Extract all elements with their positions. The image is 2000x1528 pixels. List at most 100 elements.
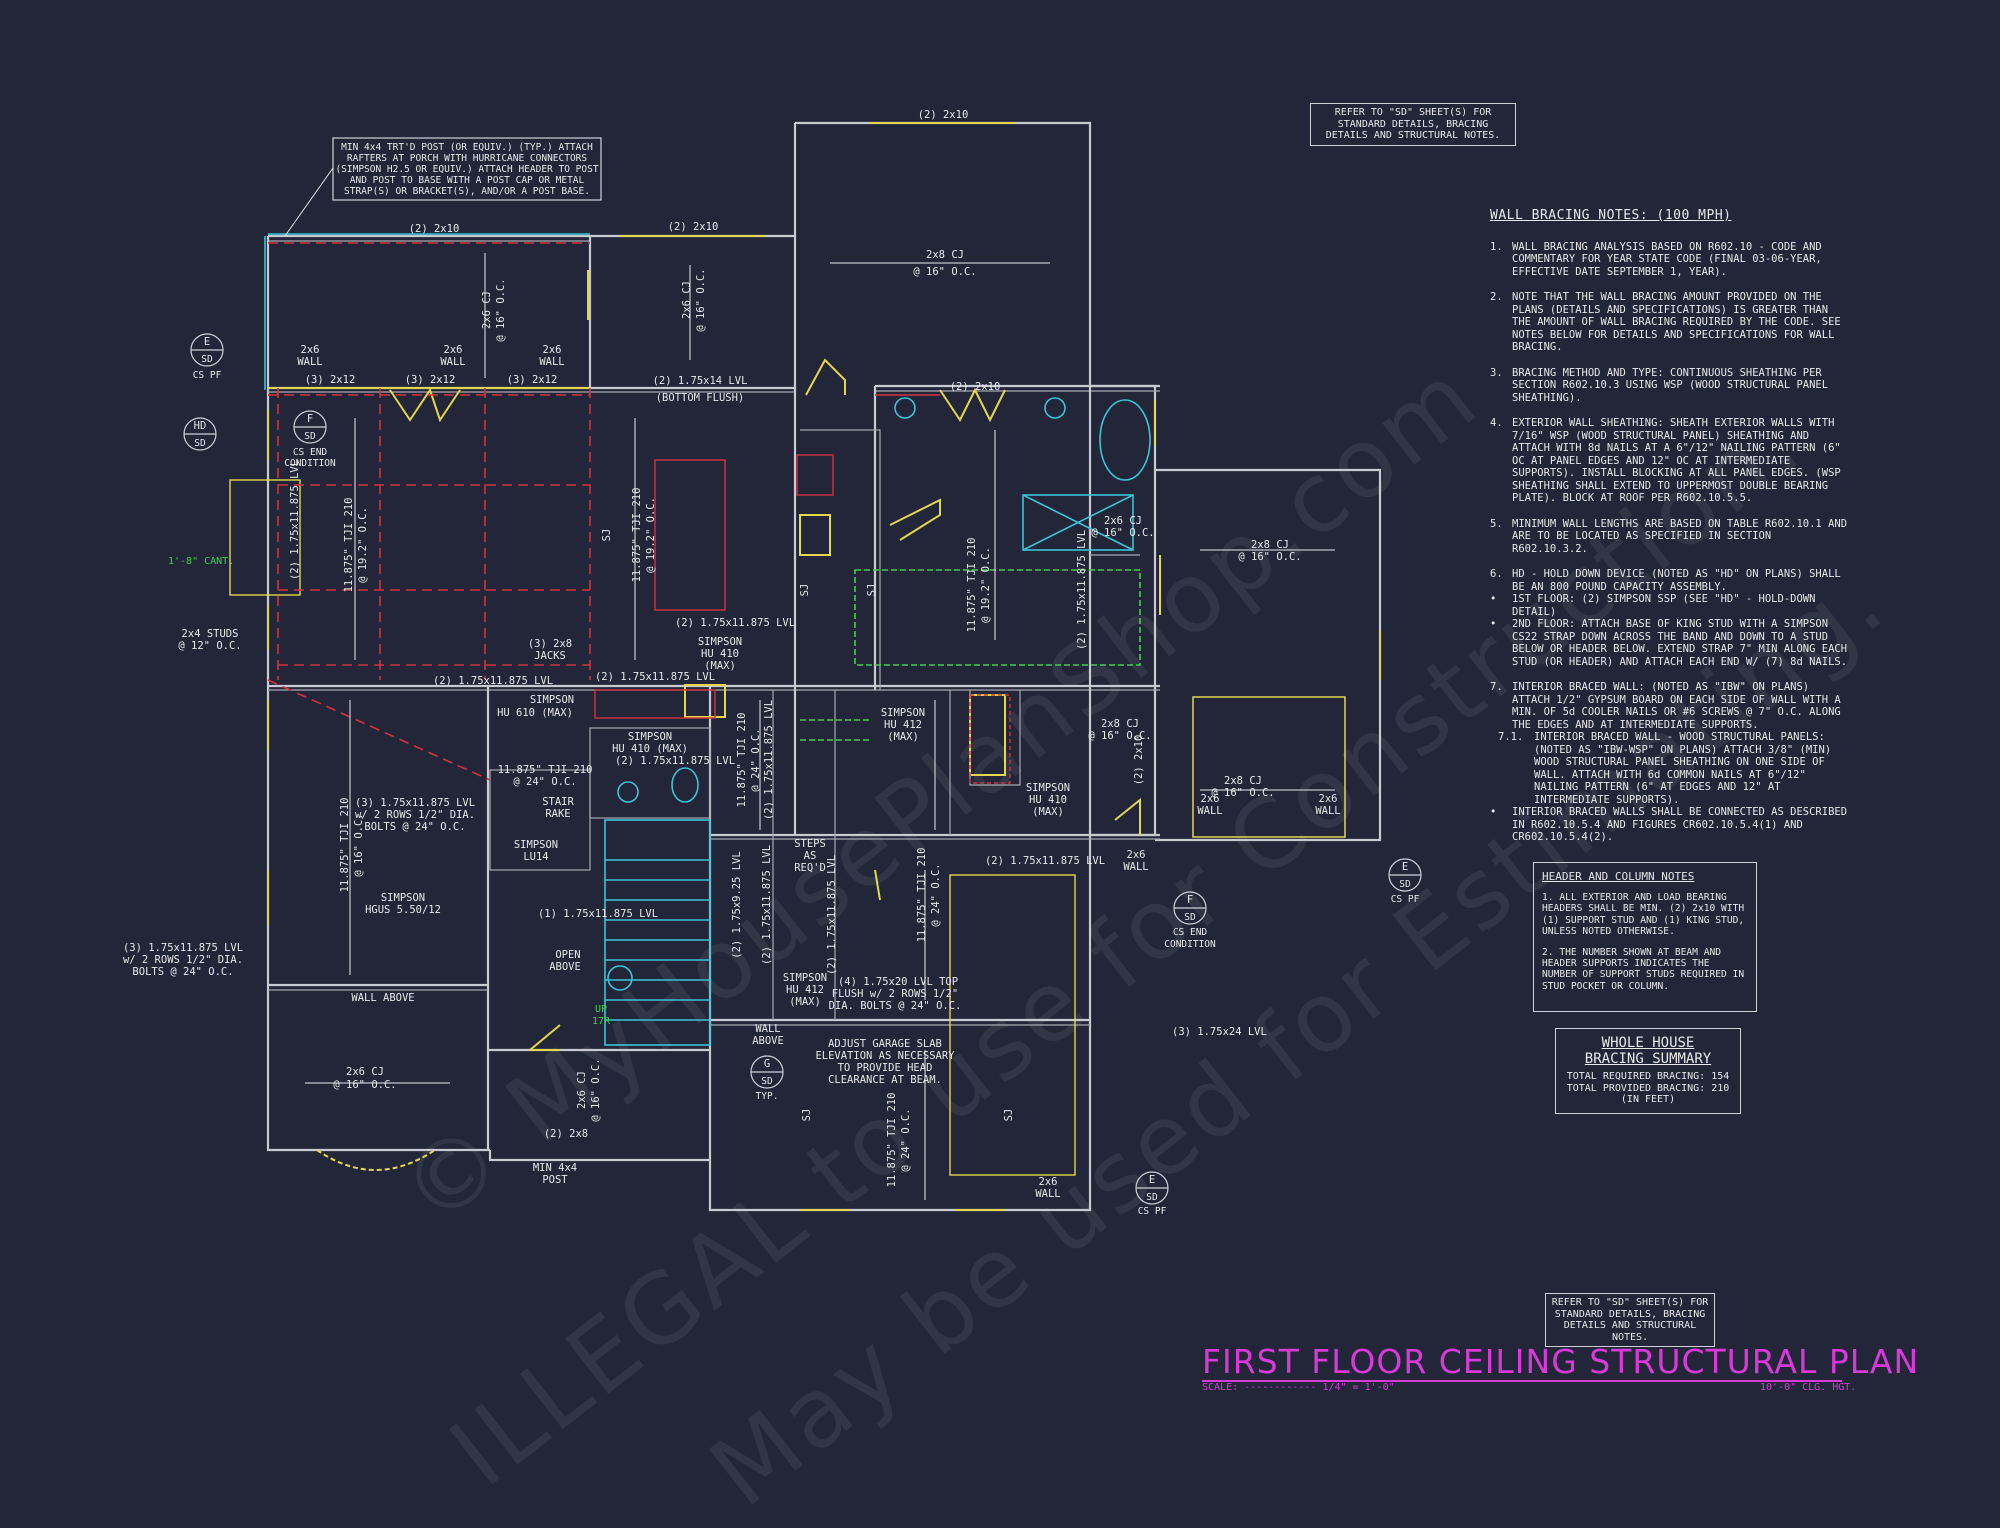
tag-top: F: [307, 413, 313, 425]
plan-labels: (2) 2x10 2x8 CJ @ 16" O.C. (2) 2x10 (2) …: [123, 109, 1341, 1200]
note-text: WALL BRACING ANALYSIS BASED ON R602.10 -…: [1512, 240, 1822, 278]
hanger-label: HGUS 5.50/12: [365, 904, 441, 916]
hanger-label: SIMPSON: [783, 972, 827, 984]
bracing-note: 4.EXTERIOR WALL SHEATHING: SHEATH EXTERI…: [1490, 417, 1850, 505]
beam-label: (2) 1.75x11.875 LVL: [761, 845, 773, 965]
sj-label: SJ: [1003, 1109, 1015, 1122]
beam-label: (3) 1.75x11.875 LVL: [355, 797, 475, 809]
note-text: EXTERIOR WALL SHEATHING: SHEATH EXTERIOR…: [1512, 417, 1841, 504]
sj-text: SJ: [799, 584, 811, 597]
tag-e-cs-pf-bottom: E SD CS PF: [1135, 1171, 1169, 1217]
garage-note: ELEVATION AS NECESSARY: [815, 1050, 955, 1062]
joist-vertical-label: 11.875" TJI 210 @ 19.2" O.C.: [631, 488, 657, 583]
bullet: •: [1490, 806, 1497, 818]
joist-label: @ 24" O.C.: [900, 1108, 912, 1171]
header-label: (3) 2x12: [507, 374, 558, 386]
hanger-label: SIMPSON: [514, 839, 558, 851]
bracing-note: 5.MINIMUM WALL LENGTHS ARE BASED ON TABL…: [1490, 518, 1850, 556]
garage-note: ADJUST GARAGE SLAB: [828, 1038, 942, 1050]
joist-label: @ 16" O.C.: [333, 1079, 396, 1091]
stair-risers-label: 17R: [592, 1016, 611, 1027]
sj-label: SJ: [799, 584, 811, 597]
wall-above-label: ABOVE: [752, 1035, 784, 1047]
porch-note: MIN 4x4 TRT'D POST (OR EQUIV.) (TYP.) AT…: [284, 137, 602, 237]
note-number: 2.: [1490, 291, 1503, 303]
bracing-note: 7.INTERIOR BRACED WALL: (NOTED AS "IBW" …: [1490, 681, 1850, 731]
joist-vertical-label: 2x6 CJ @ 16" O.C.: [576, 1058, 602, 1121]
joist-label: 2x6 CJ: [681, 281, 693, 319]
joist-label: 2x8 CJ: [926, 249, 964, 261]
wall-label: WALL: [1123, 861, 1148, 873]
stair-up-label: UP: [595, 1004, 607, 1015]
joist-label: 2x6 CJ: [481, 291, 493, 329]
bracing-subnote: •INTERIOR BRACED WALLS SHALL BE CONNECTE…: [1490, 806, 1850, 844]
joist-vertical-label: 11.875" TJI 210 @ 24" O.C.: [736, 713, 762, 808]
bracing-note: 1.WALL BRACING ANALYSIS BASED ON R602.10…: [1490, 241, 1850, 279]
refer-line: REFER TO "SD" SHEET(S) FOR: [1334, 107, 1492, 118]
beam-vertical-label: (2) 1.75x11.875 LVL: [826, 855, 838, 975]
beam-label: DIA. BOLTS @ 24" O.C.: [829, 1000, 962, 1012]
tag-bottom: SD: [761, 1076, 773, 1087]
studs-spacing: @ 12" O.C.: [178, 640, 241, 652]
beam-label: FLUSH w/ 2 ROWS 1/2": [832, 988, 958, 1000]
tag-bottom: SD: [1399, 879, 1411, 890]
studs-label: 2x4 STUDS: [182, 628, 239, 640]
tag-f-cs-end-left: F SD CS END CONDITION: [284, 410, 336, 469]
drawing-title: FIRST FLOOR CEILING STRUCTURAL PLAN: [1202, 1342, 1920, 1381]
summary-heading-1: WHOLE HOUSE: [1601, 1035, 1695, 1051]
joist-label: @ 16" O.C.: [1211, 787, 1274, 799]
tag-bottom: SD: [1184, 912, 1196, 923]
wall-bracing-heading: WALL BRACING NOTES: (100 MPH): [1490, 208, 1732, 223]
joist-vertical-label: 11.875" TJI 210 @ 24" O.C.: [916, 848, 942, 943]
tag-e-cs-pf-right: E SD CS PF: [1388, 858, 1422, 905]
porch-note-line: STRAP(S) OR BRACKET(S), AND/OR A POST BA…: [344, 186, 590, 197]
beam-label: (2) 1.75x11.875 LVL: [985, 855, 1105, 867]
tag-caption: TYP.: [756, 1091, 779, 1102]
joist-label: 11.875" TJI 210: [339, 798, 351, 893]
tag-caption: CS END: [1173, 927, 1208, 938]
note-number: 5.: [1490, 517, 1503, 530]
joist-label: 11.875" TJI 210: [886, 1093, 898, 1188]
tag-bottom: SD: [304, 431, 316, 442]
tag-bottom: SD: [201, 354, 213, 365]
tag-top: E: [1402, 861, 1408, 873]
beam-label: (2) 1.75x11.875 LVL: [433, 675, 553, 687]
joist-label: 11.875" TJI 210: [343, 498, 355, 593]
refer-note-top: REFER TO "SD" SHEET(S) FOR STANDARD DETA…: [1310, 103, 1516, 146]
steps-label: STEPS: [794, 838, 826, 850]
joist-label: @ 24" O.C.: [750, 728, 762, 791]
beam-label: BOLTS @ 24" O.C.: [132, 966, 233, 978]
wall-label: 2x6: [1127, 849, 1146, 861]
spacing-label: @ 16" O.C.: [913, 266, 976, 278]
refer-line: STANDARD DETAILS, BRACING: [1554, 1308, 1706, 1320]
wall-label: WALL: [1315, 805, 1340, 817]
beam-label: (2) 1.75x11.875 LVL: [289, 460, 301, 580]
porch-note-line: (SIMPSON H2.5 OR EQUIV.) ATTACH HEADER T…: [335, 164, 598, 175]
tag-top: HD: [194, 420, 207, 432]
sj-label: SJ: [801, 1109, 813, 1122]
garage-note: CLEARANCE AT BEAM.: [828, 1074, 942, 1086]
wall-above-label: WALL ABOVE: [351, 992, 414, 1004]
porch-note-line: AND POST TO BASE WITH A POST CAP OR META…: [350, 175, 585, 186]
steps-label: AS: [804, 850, 817, 862]
header-label: (3) 2x12: [305, 374, 356, 386]
tag-hd: HD SD: [183, 417, 217, 451]
wall-label: 2x6: [1319, 793, 1338, 805]
beam-label: (2) 1.75x11.875 LVL: [615, 755, 735, 767]
hanger-label: (MAX): [887, 731, 919, 743]
joist-vertical-label: 11.875" TJI 210 @ 19.2" O.C.: [343, 498, 369, 593]
beam-label: (2) 1.75x14 LVL: [653, 375, 748, 387]
post-label: MIN 4x4: [533, 1162, 577, 1174]
beam-label: (1) 1.75x11.875 LVL: [538, 908, 658, 920]
hanger-label: SIMPSON: [381, 892, 425, 904]
wall-above-label: WALL: [755, 1023, 780, 1035]
garage-note: TO PROVIDE HEAD: [838, 1062, 933, 1074]
beam-label: (2) 1.75x11.875 LVL: [763, 700, 775, 820]
refer-line: DETAILS AND STRUCTURAL NOTES.: [1563, 1320, 1697, 1343]
hanger-label: SIMPSON: [530, 694, 574, 706]
beam-vertical-label: (2) 1.75x9.25 LVL: [731, 851, 743, 958]
post-label: POST: [542, 1174, 568, 1186]
exterior-walls: [266, 121, 1382, 1212]
beam-label: (4) 1.75x20 LVL TOP: [838, 976, 958, 988]
